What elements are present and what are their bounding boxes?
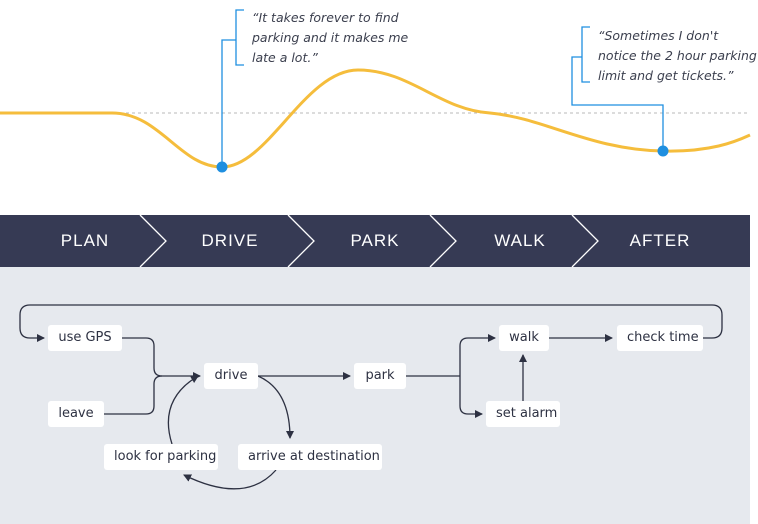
node-check-time: check time bbox=[617, 325, 703, 351]
node-use-gps: use GPS bbox=[48, 325, 122, 351]
flow-area bbox=[0, 267, 750, 524]
phase-drive: DRIVE bbox=[201, 231, 259, 250]
user-quote-1: “It takes forever to find parking and it… bbox=[252, 10, 409, 65]
connector-drive-to-arrive bbox=[257, 375, 294, 439]
callout-line-1 bbox=[221, 9, 244, 167]
connector-leave-to-drive bbox=[104, 375, 163, 415]
phase-walk: WALK bbox=[494, 231, 546, 250]
node-arrive: arrive at destination bbox=[238, 444, 382, 470]
user-quote-2: “Sometimes I don't notice the 2 hour par… bbox=[598, 28, 757, 83]
phase-labels: PLAN DRIVE PARK WALK AFTER bbox=[0, 215, 750, 267]
node-leave: leave bbox=[48, 401, 104, 427]
loop-back-connector bbox=[19, 304, 723, 342]
phase-plan: PLAN bbox=[60, 231, 110, 250]
pain-point-marker-1 bbox=[216, 161, 228, 173]
node-walk: walk bbox=[499, 325, 549, 351]
connector-park-to-alarm bbox=[459, 376, 483, 418]
pain-point-marker-2 bbox=[657, 145, 669, 157]
connector-arrive-to-lookfor bbox=[183, 469, 277, 490]
phase-bar bbox=[0, 215, 750, 267]
connector-park-to-walk bbox=[459, 334, 496, 376]
connector-lookfor-to-drive bbox=[167, 375, 199, 445]
connector-usegps-to-drive bbox=[122, 337, 201, 380]
node-set-alarm: set alarm bbox=[486, 401, 560, 427]
phase-park: PARK bbox=[350, 231, 400, 250]
callout-line-2 bbox=[571, 26, 664, 151]
phase-chevrons bbox=[139, 214, 599, 268]
phase-after: AFTER bbox=[629, 231, 691, 250]
node-drive: drive bbox=[204, 363, 258, 389]
node-park: park bbox=[354, 363, 406, 389]
node-look-for-parking: look for parking bbox=[104, 444, 218, 470]
